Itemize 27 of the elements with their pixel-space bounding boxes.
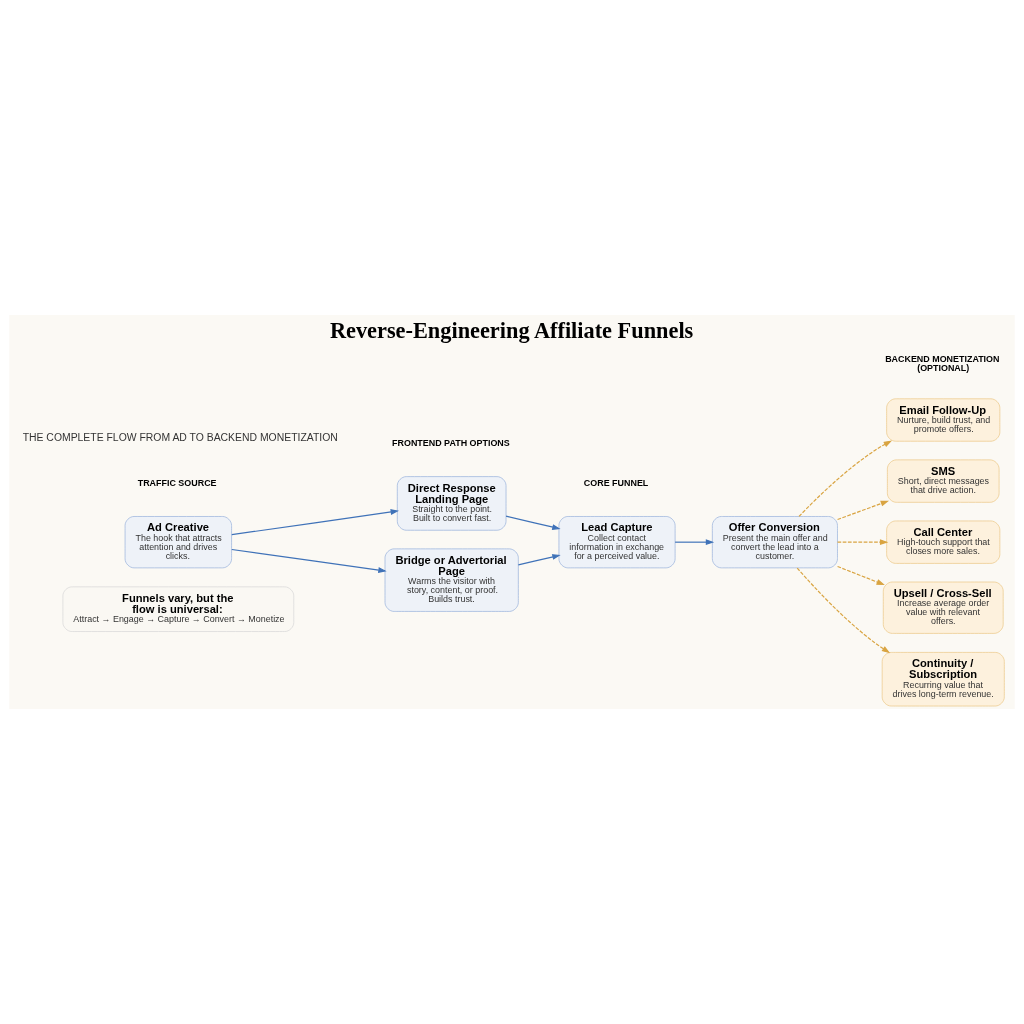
node-box: Continuity / Subscription Recurring value that drives long-term revenue. — [881, 652, 1005, 707]
node-box: Direct Response Landing Page Straight to the point. Built to convert fast. — [396, 476, 507, 531]
arrow — [798, 440, 893, 517]
label: FRONTEND PATH OPTIONS — [392, 438, 510, 449]
node-box: SMS Short, direct messages that drive action. — [887, 459, 1000, 503]
label: TRAFFIC SOURCE — [137, 477, 217, 488]
arrow — [836, 565, 885, 586]
arrow — [836, 539, 889, 546]
node-box: Call Center High-touch support that closes more sales. — [886, 520, 1001, 564]
arrow — [231, 548, 387, 573]
node-box: Bridge or Advertorial Page Warms the visitor with story, content, or proof. Builds trust. — [384, 548, 519, 612]
arrow — [517, 554, 561, 566]
node-box: Upsell / Cross-Sell Increase average order value with relevant offers. — [882, 581, 1004, 634]
node-box: Ad Creative The hook that attracts attention and drives clicks. — [124, 516, 232, 569]
arrow — [674, 539, 715, 546]
node-box: Email Follow-Up Nurture, build trust, and promote offers. — [886, 398, 1001, 442]
label: THE COMPLETE FLOW FROM AD TO BACKEND MONETIZATION — [22, 432, 338, 444]
node-box: Offer Conversion Present the main offer and convert the lead into a customer. — [712, 516, 838, 569]
label: CORE FUNNEL — [583, 477, 649, 488]
arrow — [796, 567, 891, 654]
node-box: Lead Capture Collect contact information in exchange for a perceived value. — [558, 516, 676, 569]
label: BACKEND MONETIZATION (OPTIONAL) — [885, 353, 1000, 373]
arrow — [231, 509, 399, 536]
arrow — [836, 500, 889, 521]
arrow — [505, 515, 561, 530]
node-box: Funnels vary, but the flow is universal: Attract → Engage → Capture → Convert → Monetize — [62, 586, 295, 632]
diagram-title: Reverse-Engineering Affiliate Funnels — [329, 318, 694, 344]
